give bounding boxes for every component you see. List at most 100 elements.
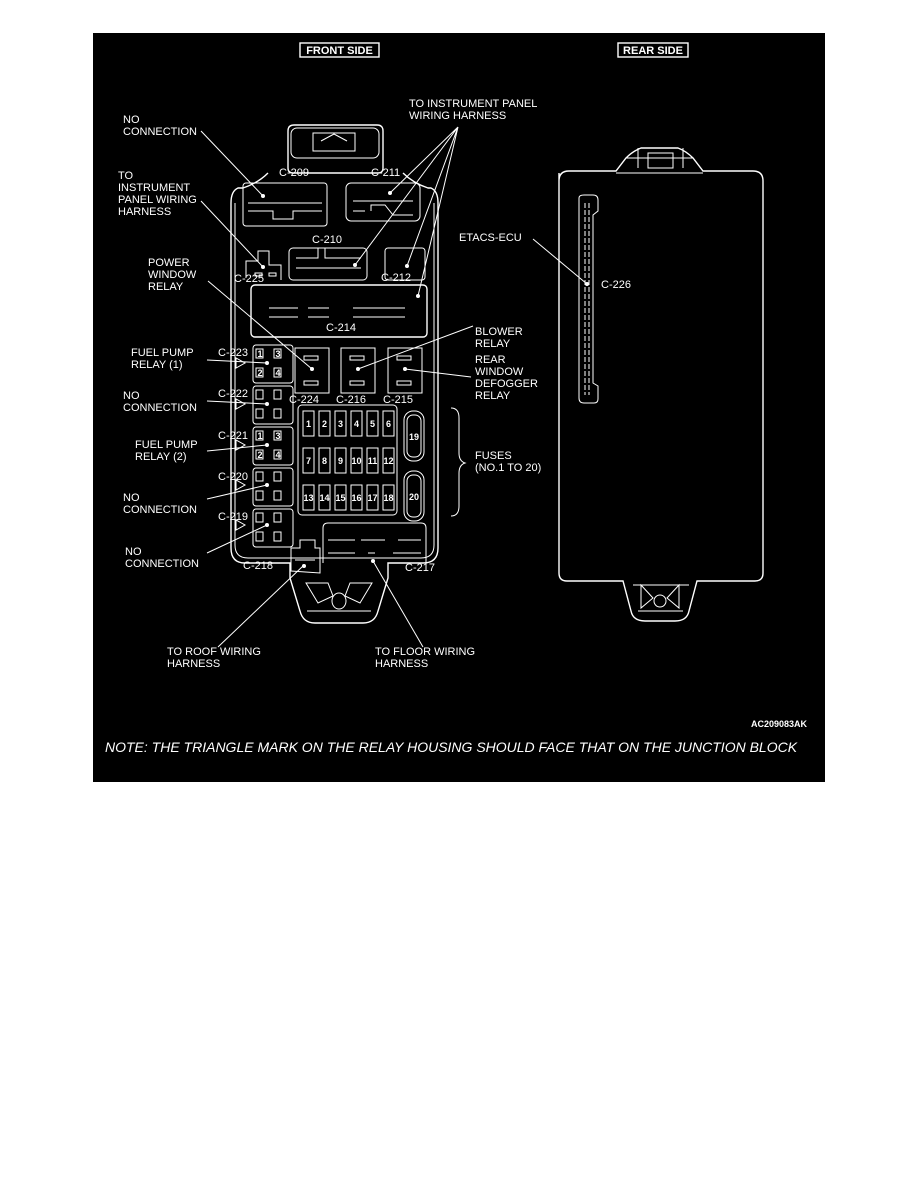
svg-text:2: 2 <box>258 368 263 378</box>
svg-text:4: 4 <box>276 450 281 460</box>
svg-text:6: 6 <box>386 419 391 429</box>
relay-c219[interactable]: C-219 <box>218 508 294 548</box>
svg-text:C-226: C-226 <box>601 279 631 291</box>
svg-text:2: 2 <box>258 450 263 460</box>
relay-c221[interactable]: C-221 1 3 2 4 <box>218 426 294 466</box>
svg-text:ETACS-ECU: ETACS-ECU <box>459 232 522 244</box>
connector-c211[interactable]: C-211 <box>345 167 421 222</box>
svg-text:C-214: C-214 <box>326 322 356 334</box>
callout-etacs-ecu: ETACS-ECU <box>459 232 588 285</box>
svg-text:1: 1 <box>258 431 263 441</box>
bottom-clip-front <box>305 582 373 612</box>
svg-text:C-221: C-221 <box>218 430 248 442</box>
fuse-block: 1 2 3 4 5 6 7 8 9 10 11 12 13 14 15 16 1… <box>297 404 425 522</box>
svg-text:C-223: C-223 <box>218 347 248 359</box>
svg-text:C-217: C-217 <box>405 562 435 574</box>
figure-code: AC209083AK <box>750 719 807 729</box>
front-junction-block <box>230 124 439 624</box>
note-text: NOTE: THE TRIANGLE MARK ON THE RELAY HOU… <box>105 739 798 755</box>
svg-text:C-212: C-212 <box>381 272 411 284</box>
svg-text:2: 2 <box>322 419 327 429</box>
svg-text:4: 4 <box>276 368 281 378</box>
connector-c212[interactable]: C-212 <box>381 247 426 284</box>
svg-text:3: 3 <box>276 431 281 441</box>
svg-text:C-216: C-216 <box>336 394 366 406</box>
relay-c222[interactable]: C-222 <box>218 385 294 425</box>
connector-c218[interactable]: C-218 <box>243 539 321 574</box>
connector-c209[interactable]: C-209 <box>242 167 328 227</box>
svg-text:C-220: C-220 <box>218 471 248 483</box>
svg-text:1: 1 <box>306 419 311 429</box>
svg-text:FUSES(NO.1 TO 20): FUSES(NO.1 TO 20) <box>475 450 541 474</box>
svg-text:5: 5 <box>370 419 375 429</box>
svg-text:C-210: C-210 <box>312 234 342 246</box>
callout-fuses: FUSES(NO.1 TO 20) <box>450 407 541 517</box>
svg-text:C-209: C-209 <box>279 167 309 179</box>
svg-text:3: 3 <box>338 419 343 429</box>
triangle-mark-icon <box>235 357 247 369</box>
svg-text:C-225: C-225 <box>234 273 264 285</box>
svg-text:19: 19 <box>409 432 419 442</box>
rear-side-header: REAR SIDE <box>617 42 689 58</box>
svg-text:9: 9 <box>338 456 343 466</box>
svg-text:17: 17 <box>367 493 377 503</box>
relay-c215[interactable]: C-215 <box>383 347 423 406</box>
svg-text:13: 13 <box>303 493 313 503</box>
svg-text:C-222: C-222 <box>218 388 248 400</box>
svg-text:4: 4 <box>354 419 359 429</box>
svg-text:11: 11 <box>368 456 378 466</box>
svg-text:20: 20 <box>409 492 419 502</box>
svg-text:7: 7 <box>306 456 311 466</box>
connector-c217[interactable]: C-217 <box>322 522 435 574</box>
connector-c214[interactable]: C-214 <box>250 284 428 338</box>
fuse-row-1: 1 2 3 4 5 6 <box>302 410 395 437</box>
svg-text:15: 15 <box>335 493 345 503</box>
svg-text:C-211: C-211 <box>371 167 400 179</box>
connector-c225[interactable]: C-225 <box>234 250 282 285</box>
fuse-row-2: 7 8 9 10 11 12 <box>302 447 395 474</box>
svg-text:REAR SIDE: REAR SIDE <box>623 45 683 57</box>
connector-c210[interactable]: C-210 <box>288 234 368 281</box>
relay-c220[interactable]: C-220 <box>218 467 294 507</box>
svg-text:C-224: C-224 <box>289 394 319 406</box>
svg-text:C-218: C-218 <box>243 560 273 572</box>
svg-text:C-215: C-215 <box>383 394 413 406</box>
svg-text:16: 16 <box>351 493 361 503</box>
connector-c226[interactable]: C-226 <box>578 194 631 404</box>
svg-text:3: 3 <box>276 349 281 359</box>
svg-text:FRONT SIDE: FRONT SIDE <box>306 45 373 57</box>
relay-c224[interactable]: C-224 <box>289 347 330 406</box>
svg-text:C-219: C-219 <box>218 511 248 523</box>
relay-c216[interactable]: C-216 <box>336 347 376 406</box>
junction-block-diagram: FRONT SIDE REAR SIDE C-209 C-211 C-210 <box>93 33 825 782</box>
rear-junction-block <box>558 147 764 622</box>
svg-text:12: 12 <box>383 456 393 466</box>
svg-text:10: 10 <box>351 456 361 466</box>
svg-text:8: 8 <box>322 456 327 466</box>
relay-c223[interactable]: C-223 1 3 2 4 <box>218 344 294 384</box>
